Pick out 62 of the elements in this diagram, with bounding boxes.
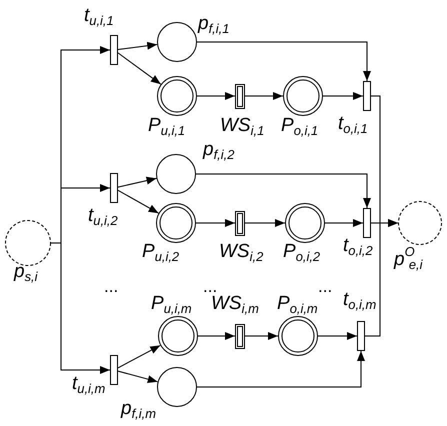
- place-label: p$_{f,i,2}$: [203, 140, 234, 159]
- arrow: [244, 219, 286, 227]
- transition-bar: [235, 210, 245, 236]
- ellipsis: ...: [104, 278, 118, 295]
- transition-bar: [110, 173, 118, 203]
- place-label: P$_{u,i,1}$: [148, 116, 186, 135]
- place-circle: [157, 22, 197, 62]
- arrow: [118, 176, 157, 188]
- transition-bar: [235, 84, 245, 108]
- arrow: [50, 242, 110, 374]
- place-label: P$_{o,i,m}$: [277, 294, 318, 313]
- place-circle: [398, 201, 442, 245]
- arrow: [322, 92, 364, 100]
- transition-label: t$_{o,i,m}$: [343, 290, 376, 309]
- arrow: [118, 52, 162, 85]
- arrow: [196, 219, 236, 227]
- transition-bar: [110, 355, 118, 385]
- transition-label: t$_{u,i,m}$: [72, 374, 106, 393]
- transition-bar: [357, 321, 365, 351]
- ellipsis: ...: [203, 278, 218, 295]
- arrow: [324, 219, 364, 227]
- transition-bar: [363, 208, 371, 238]
- place-label: P$_{u,i,2}$: [142, 242, 180, 261]
- place-label: p$_{f,i,1}$: [198, 14, 230, 33]
- transition-bar: [110, 35, 118, 65]
- arrow: [318, 332, 358, 340]
- transition-bar: [363, 81, 371, 111]
- place-circle: [5, 220, 51, 266]
- place-label: P$_{o,i,1}$: [281, 116, 318, 135]
- place-circle: [158, 316, 198, 356]
- arrow: [118, 42, 158, 50]
- arrow: [196, 92, 236, 100]
- place-label: p$_{f,i,m}$: [121, 399, 156, 418]
- place-circle: [157, 367, 197, 407]
- arrow: [196, 42, 371, 82]
- arrow: [198, 332, 236, 340]
- arrow: [244, 332, 278, 340]
- arrow: [196, 350, 365, 388]
- place-circle: [157, 76, 197, 116]
- place-circle: [283, 76, 323, 116]
- place-label: P$_{o,i,2}$: [283, 242, 320, 261]
- transition-label: WS$_{i,1}$: [220, 116, 264, 135]
- place-label: p$_{s,i}$: [14, 262, 38, 281]
- transition-label: WS$_{i,m}$: [211, 294, 259, 313]
- transition-label: t$_{o,i,1}$: [338, 114, 368, 133]
- transition-label: t$_{u,i,1}$: [84, 6, 114, 25]
- place-label: P$_{u,i,m}$: [151, 294, 192, 313]
- arrow: [244, 92, 284, 100]
- arrow: [118, 190, 160, 214]
- transition-label: t$_{u,i,2}$: [88, 206, 118, 225]
- place-circle: [285, 203, 325, 243]
- transition-bar: [235, 324, 245, 348]
- arrow: [364, 219, 398, 336]
- place-circle: [278, 316, 318, 356]
- transition-label: WS$_{i,2}$: [219, 242, 264, 261]
- place-circle: [156, 154, 196, 194]
- place-circle: [156, 203, 196, 243]
- arrow: [118, 370, 158, 384]
- arrow: [196, 174, 371, 208]
- transition-label: t$_{o,i,2}$: [343, 236, 373, 255]
- arrow: [118, 344, 161, 368]
- ellipsis: ...: [318, 278, 332, 295]
